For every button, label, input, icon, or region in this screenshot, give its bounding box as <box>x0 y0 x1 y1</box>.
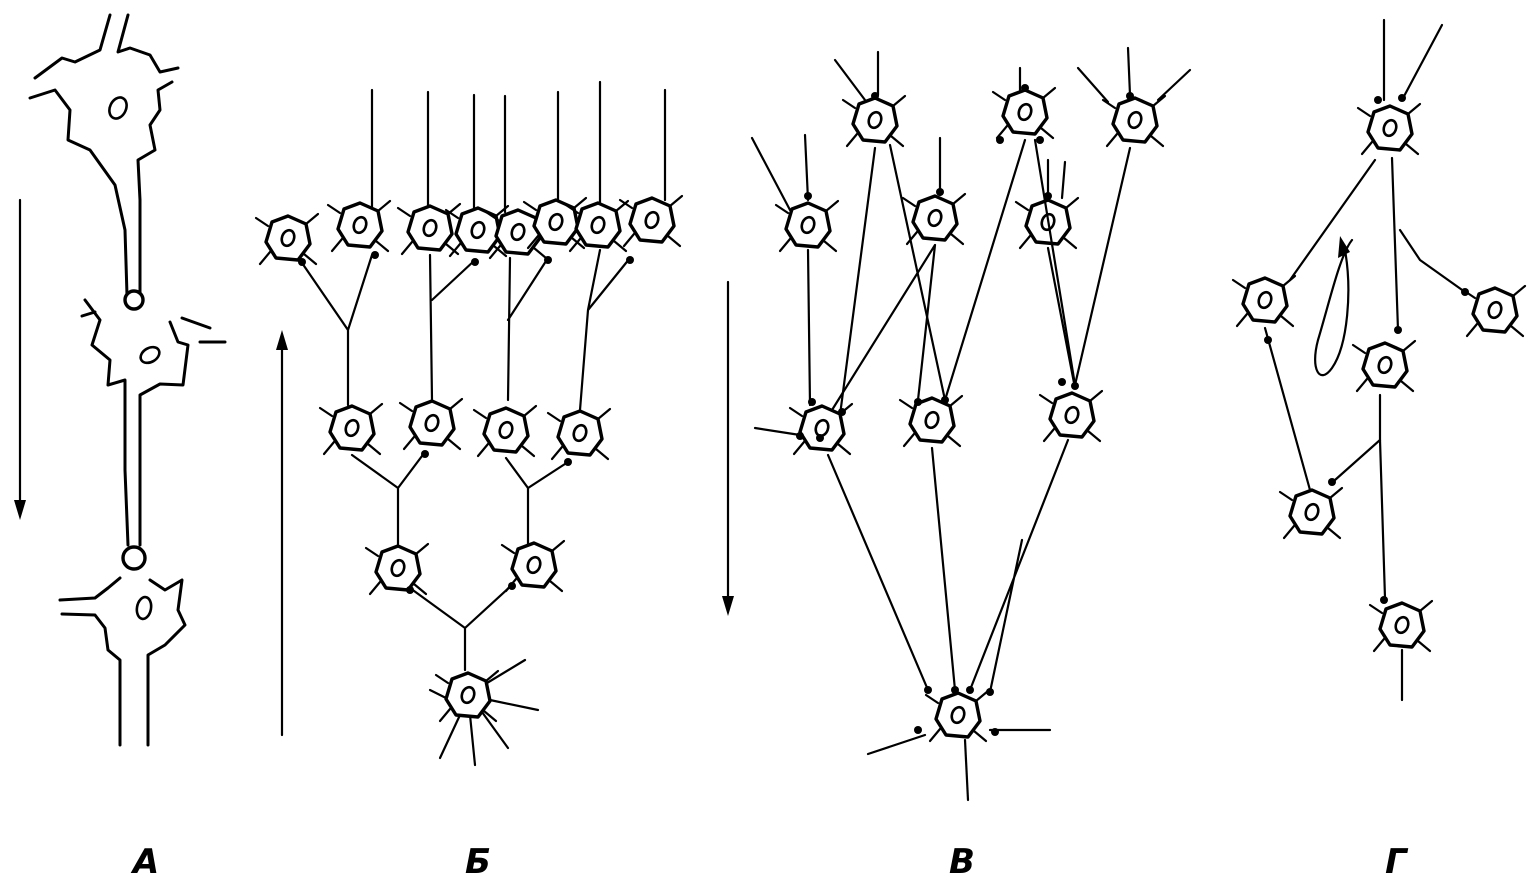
neuron <box>841 94 907 148</box>
synapse-knob <box>121 545 147 571</box>
synapse-knob <box>123 289 145 311</box>
neuron <box>774 199 840 253</box>
neuron <box>318 402 384 456</box>
neuron <box>434 669 500 723</box>
neuron <box>1356 102 1422 156</box>
nucleus <box>139 345 161 365</box>
neuron <box>991 86 1057 140</box>
neuron <box>924 689 990 743</box>
neuron <box>618 194 684 248</box>
neuron <box>472 404 538 458</box>
panel-a-chain <box>14 13 227 747</box>
neuron <box>901 192 967 246</box>
panel-v-network <box>722 46 1192 802</box>
neuron <box>396 202 462 256</box>
recurrent-loop <box>1314 238 1354 377</box>
neuron <box>1038 389 1104 443</box>
neuron <box>1461 284 1527 338</box>
panel-label-b: Б <box>465 842 491 882</box>
neuron <box>1368 599 1434 653</box>
neuron <box>1101 94 1167 148</box>
neuron <box>254 212 320 266</box>
neuron <box>1231 274 1297 328</box>
neuron <box>326 199 392 253</box>
neuron <box>1351 339 1417 393</box>
nucleus <box>135 595 153 621</box>
nucleus <box>108 96 128 120</box>
panel-label-g: Г <box>1385 842 1407 882</box>
panel-b-convergence <box>254 80 684 767</box>
neuron <box>1014 196 1080 250</box>
neuron <box>428 658 540 767</box>
neuron <box>898 394 964 448</box>
neuron <box>1278 486 1344 540</box>
panel-label-v: В <box>949 842 975 882</box>
neuron <box>398 397 464 451</box>
neuron <box>364 542 430 596</box>
panel-label-a: А <box>132 842 160 882</box>
panel-g-recurrent <box>1231 18 1527 702</box>
neuron <box>546 407 612 461</box>
